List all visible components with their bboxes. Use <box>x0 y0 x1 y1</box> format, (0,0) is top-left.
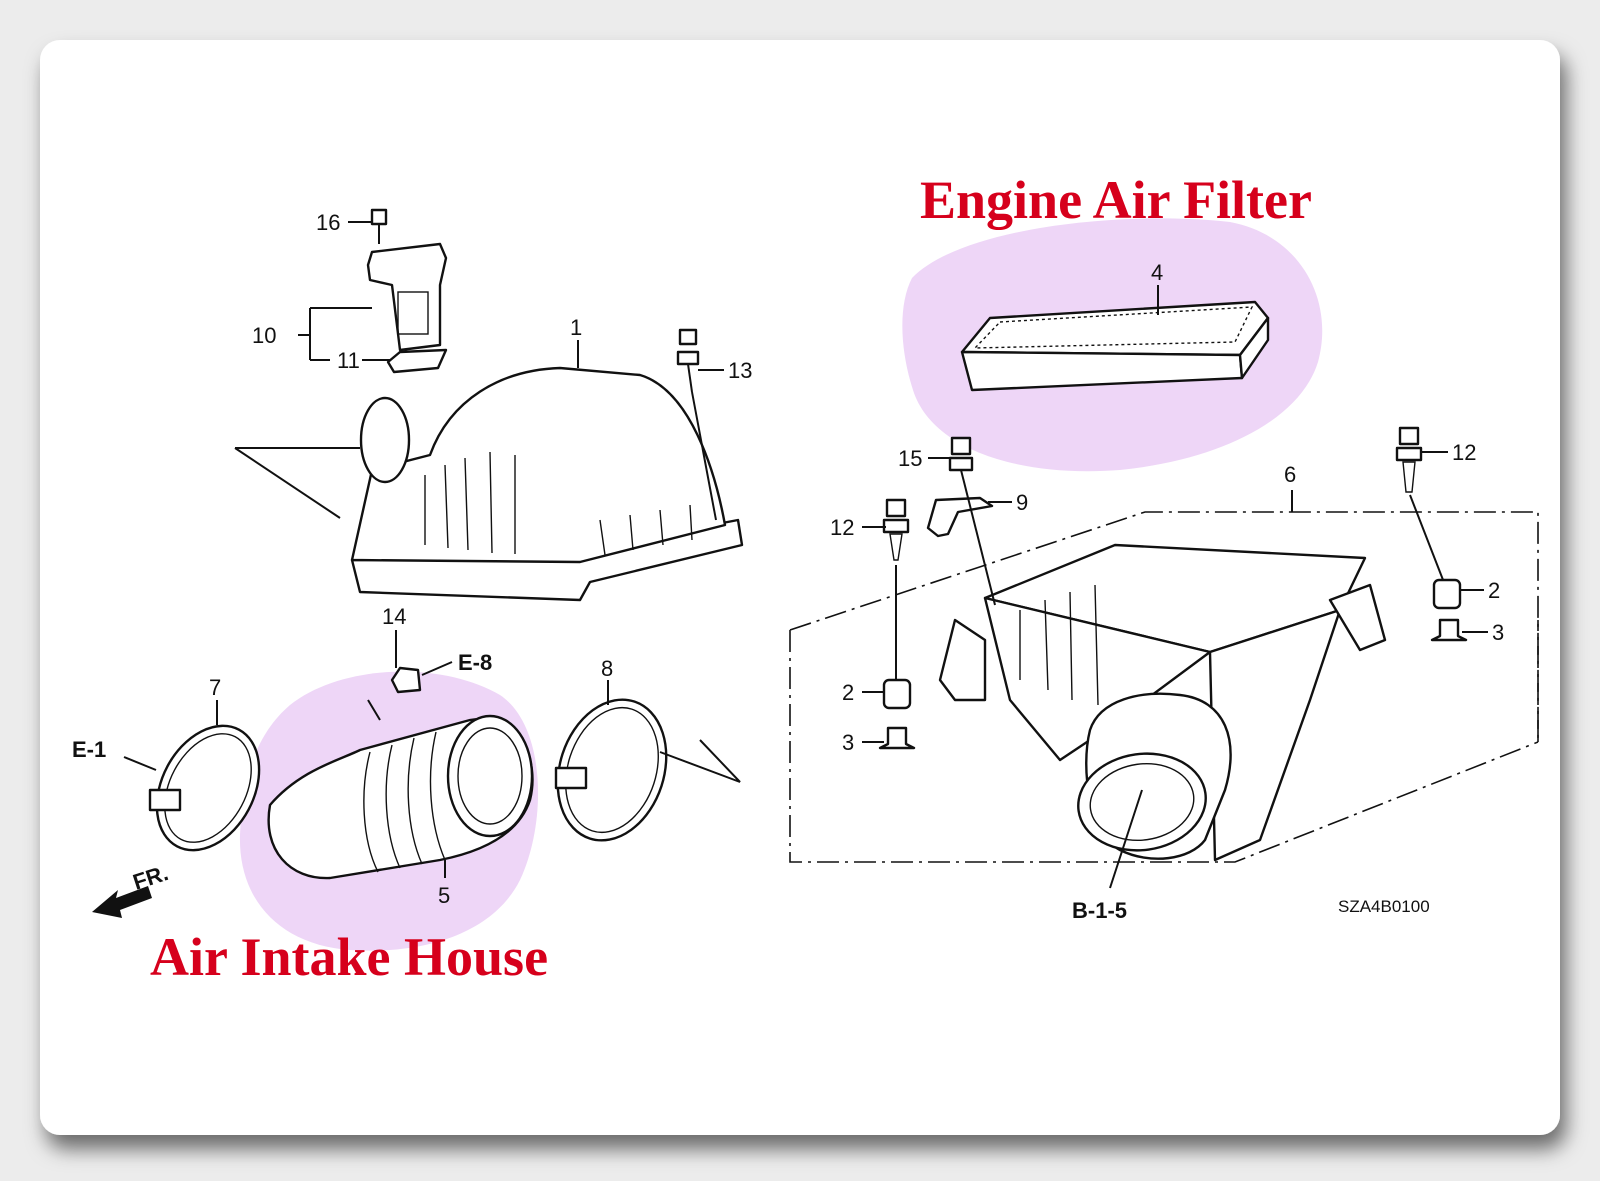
air-cleaner-case <box>938 543 1387 862</box>
callout-13: 13 <box>728 358 752 383</box>
callout-16: 16 <box>316 210 340 235</box>
bolt-16 <box>370 208 388 244</box>
maf-sensor <box>366 242 448 352</box>
callout-6: 6 <box>1284 462 1296 487</box>
callout-3-left: 3 <box>842 730 854 755</box>
callout-3-right: 3 <box>1492 620 1504 645</box>
air-intake-house-title: Air Intake House <box>150 927 548 987</box>
diagram-code: SZA4B0100 <box>1338 897 1430 916</box>
air-cleaner-cover <box>350 366 744 602</box>
ref-e8: E-8 <box>458 650 492 675</box>
case-boundary <box>789 511 1539 863</box>
callout-1: 1 <box>570 315 582 340</box>
collar-3-left <box>878 726 916 750</box>
callout-9: 9 <box>1016 490 1028 515</box>
air-filter-element <box>960 300 1270 392</box>
engine-air-filter-title: Engine Air Filter <box>920 170 1312 230</box>
hose-clamp-7 <box>148 724 261 852</box>
callout-12-left: 12 <box>830 515 854 540</box>
ref-e1: E-1 <box>72 737 106 762</box>
grommet-2-right <box>1432 578 1462 610</box>
callout-2-right: 2 <box>1488 578 1500 603</box>
callout-11: 11 <box>337 348 360 373</box>
grommet-2-left <box>882 678 912 710</box>
callout-12-right: 12 <box>1452 440 1476 465</box>
hose-clamp-8 <box>554 698 668 842</box>
bracket-9 <box>926 496 994 538</box>
callout-4: 4 <box>1151 260 1163 285</box>
bolt-15 <box>948 436 996 606</box>
callout-10: 10 <box>252 323 276 348</box>
front-arrow-icon <box>92 886 152 918</box>
callout-14: 14 <box>382 604 406 629</box>
bolt-12-left <box>882 498 910 680</box>
callout-5: 5 <box>438 883 450 908</box>
callout-8: 8 <box>601 656 613 681</box>
air-intake-hose <box>267 714 534 880</box>
bolt-12-right <box>1395 426 1446 586</box>
callout-7: 7 <box>209 675 221 700</box>
callout-15: 15 <box>898 446 922 471</box>
sensor-gasket <box>386 348 448 374</box>
collar-3-right <box>1430 618 1468 642</box>
ref-b15: B-1-5 <box>1072 898 1127 923</box>
clip-14 <box>390 666 422 694</box>
bolt-13 <box>676 328 717 521</box>
leader-lines <box>123 221 1488 889</box>
callout-2-left: 2 <box>842 680 854 705</box>
